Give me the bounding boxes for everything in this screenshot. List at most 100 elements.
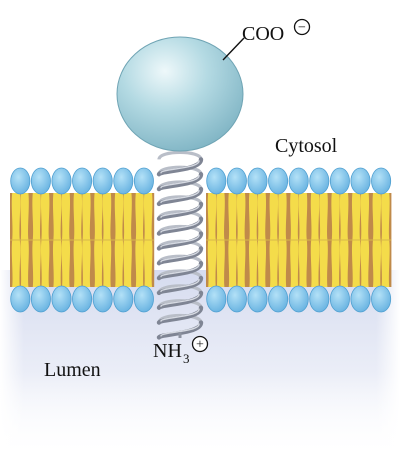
fatty-acid-tail xyxy=(102,240,112,287)
fatty-acid-tail xyxy=(82,193,91,240)
helix-turn-front xyxy=(156,157,204,177)
phospholipid-head xyxy=(329,285,350,313)
c-terminus-leader-line xyxy=(222,37,245,61)
phospholipid-head xyxy=(133,285,154,313)
fatty-acid-tail xyxy=(114,193,124,240)
lipid-tail-region xyxy=(10,193,392,287)
fatty-acid-tail xyxy=(94,240,103,287)
phospholipid-head xyxy=(113,167,134,195)
fatty-acid-tail xyxy=(143,193,153,240)
phospholipid-head xyxy=(371,167,392,195)
phospholipid-head xyxy=(288,167,309,195)
phospholipid-head xyxy=(206,285,227,313)
helix-highlight xyxy=(160,160,200,174)
helix-turn-front xyxy=(156,201,204,221)
fatty-acid-tail xyxy=(269,193,279,240)
fatty-acid-tail xyxy=(248,240,258,287)
fatty-acid-tail xyxy=(32,193,41,240)
phospholipid-head xyxy=(113,285,134,313)
fatty-acid-tail xyxy=(40,193,50,240)
phospholipid-head xyxy=(206,167,227,195)
phospholipid-head xyxy=(51,167,72,195)
phospholipid-head xyxy=(247,167,268,195)
helix-turn-front xyxy=(156,290,204,310)
fatty-acid-tail xyxy=(143,240,153,287)
fatty-acid-tail xyxy=(310,193,320,240)
helix-turn-back xyxy=(157,150,203,161)
fatty-acid-tail xyxy=(114,240,124,287)
fatty-acid-tail xyxy=(61,193,71,240)
helix-highlight xyxy=(160,234,200,248)
cytosol-label: Cytosol xyxy=(275,135,338,157)
phospholipid-head xyxy=(371,285,392,313)
helix-turn-front xyxy=(156,216,204,236)
fatty-acid-tail xyxy=(298,193,308,240)
fatty-acid-tail xyxy=(123,193,132,240)
fatty-acid-tail xyxy=(102,193,112,240)
phospholipid-head xyxy=(268,167,289,195)
fatty-acid-tail xyxy=(248,193,258,240)
helix-turn-front xyxy=(156,261,204,281)
phospholipid-head xyxy=(247,285,268,313)
helix-turn-front xyxy=(156,186,204,207)
fatty-acid-tail xyxy=(381,193,390,240)
fatty-acid-tail xyxy=(32,240,41,287)
fatty-acid-tail xyxy=(360,193,370,240)
fatty-acid-tail xyxy=(228,240,237,287)
fatty-acid-tail xyxy=(228,193,237,240)
fatty-acid-tail xyxy=(207,240,217,287)
helix-highlight xyxy=(160,249,200,263)
fatty-acid-tail xyxy=(20,193,29,240)
fatty-acid-tail xyxy=(73,193,83,240)
fatty-acid-tail xyxy=(236,193,246,240)
helix-turn-front xyxy=(156,231,204,251)
svg-text:+: + xyxy=(196,338,204,353)
fatty-acid-tail xyxy=(82,240,91,287)
fatty-acid-tail xyxy=(257,240,267,287)
phospholipid-head xyxy=(268,285,289,313)
fatty-acid-tail xyxy=(20,240,29,287)
phospholipid-head xyxy=(51,285,72,313)
phospholipid-head xyxy=(309,167,330,195)
fatty-acid-tail xyxy=(123,240,132,287)
phospholipid-head xyxy=(309,285,330,313)
helix-turn-front xyxy=(156,172,204,192)
phospholipid-head xyxy=(288,285,309,313)
svg-text:NH: NH xyxy=(153,340,182,362)
helix-highlight xyxy=(160,204,200,218)
fatty-acid-tail xyxy=(319,193,328,240)
helix-highlight xyxy=(160,189,200,204)
helix-turn-front xyxy=(156,305,204,325)
c-terminus-label: COO xyxy=(242,23,284,45)
fatty-acid-tail xyxy=(52,193,62,240)
fatty-acid-tail xyxy=(207,193,217,240)
negative-charge-icon: − xyxy=(293,18,311,36)
helix-highlight xyxy=(160,278,200,293)
helix-turn-front xyxy=(156,275,204,296)
phospholipid-head xyxy=(92,285,113,313)
fatty-acid-tail xyxy=(257,193,267,240)
fatty-acid-tail xyxy=(61,240,71,287)
fatty-acid-tail xyxy=(11,193,21,240)
fatty-acid-tail xyxy=(11,240,21,287)
phospholipid-head xyxy=(350,285,371,313)
fatty-acid-tail xyxy=(310,240,320,287)
helix-highlight xyxy=(160,175,200,189)
n-terminus-label: NH 3 + xyxy=(153,335,209,366)
fatty-acid-tail xyxy=(331,240,340,287)
fatty-acid-tail xyxy=(135,240,144,287)
fatty-acid-tail xyxy=(339,193,349,240)
helix-highlight xyxy=(160,323,200,337)
fatty-acid-tail xyxy=(339,240,349,287)
phospholipid-heads xyxy=(10,167,392,313)
fatty-acid-tail xyxy=(278,193,287,240)
phospholipid-head xyxy=(30,167,51,195)
lumen-label: Lumen xyxy=(44,359,101,381)
fatty-acid-tail xyxy=(73,240,83,287)
phospholipid-head xyxy=(72,285,93,313)
helix-highlight xyxy=(160,219,200,233)
fatty-acid-tail xyxy=(216,240,225,287)
fatty-acid-tail xyxy=(360,240,370,287)
fatty-acid-tail xyxy=(135,193,144,240)
